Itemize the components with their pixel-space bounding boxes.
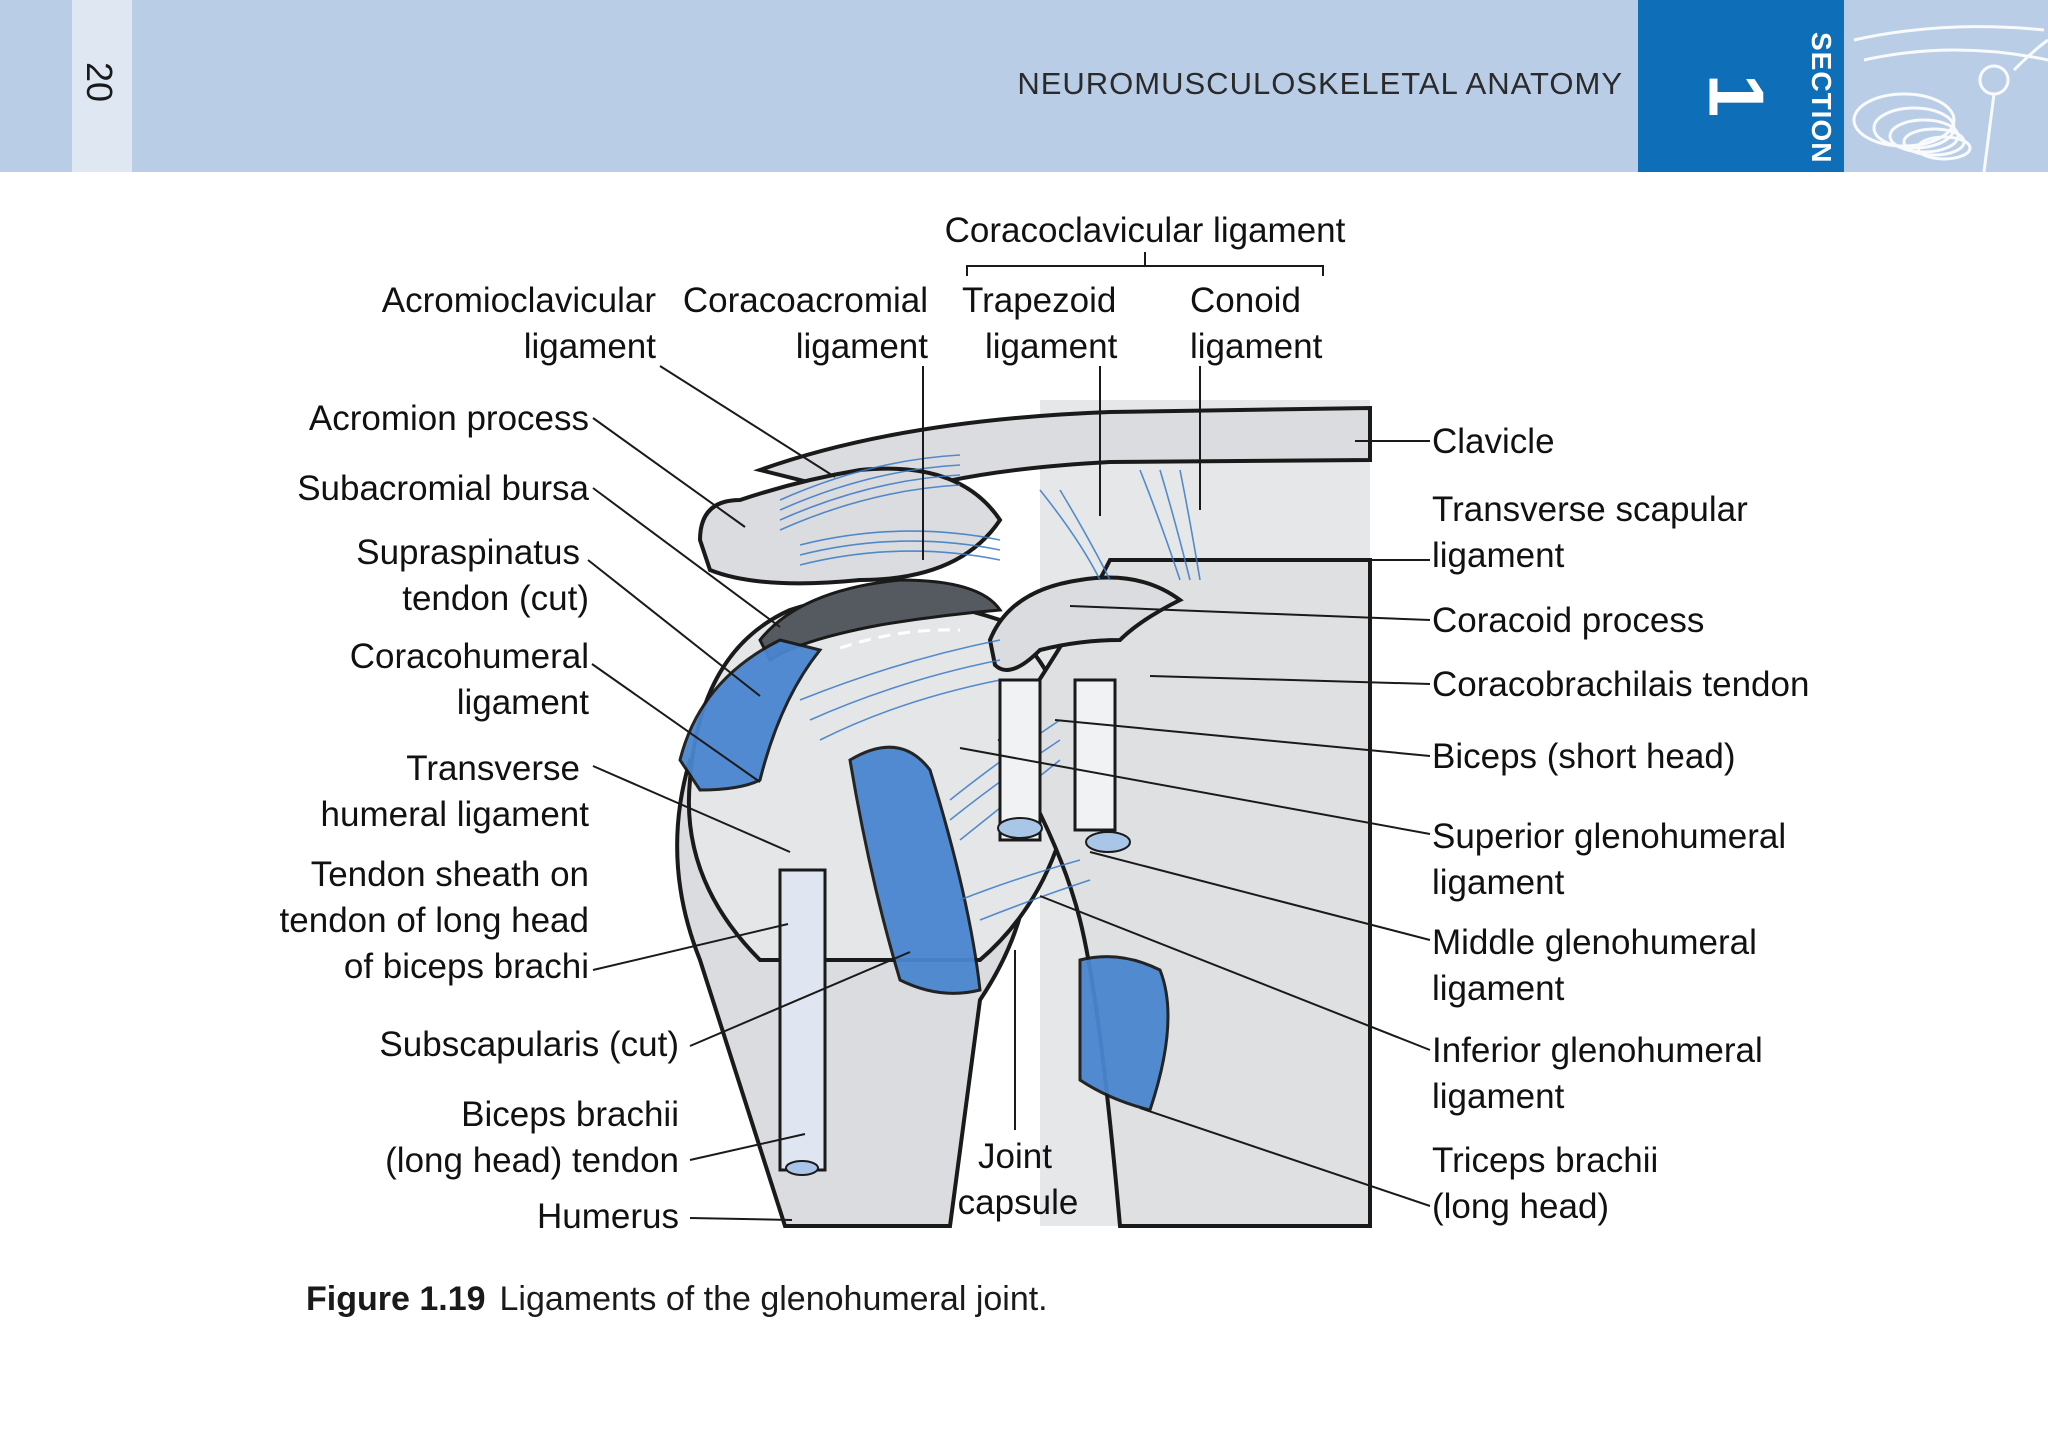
- label-conoid-1: Conoid: [1190, 281, 1301, 320]
- label-inferior-gh-2: ligament: [1432, 1077, 1565, 1116]
- biceps-long-head-tendon: [778, 868, 827, 1172]
- section-word: SECTION: [1806, 32, 1837, 164]
- figure-caption-text: Ligaments of the glenohumeral joint.: [499, 1280, 1048, 1318]
- label-triceps-1: Triceps brachii: [1432, 1141, 1658, 1180]
- leader-lines: [587, 252, 1431, 1221]
- label-coracobrachialis: Coracobrachilais tendon: [1432, 665, 1809, 704]
- supraspinatus-tendon-cut: [678, 638, 823, 792]
- triceps-long-head: [1078, 955, 1170, 1112]
- label-clavicle: Clavicle: [1432, 422, 1555, 461]
- label-transverse-scapular-2: ligament: [1432, 536, 1565, 575]
- label-coracoclavicular: Coracoclavicular ligament: [945, 211, 1346, 250]
- label-transverse-humeral-2: humeral ligament: [321, 795, 590, 834]
- label-coracoid: Coracoid process: [1432, 601, 1704, 640]
- label-middle-gh-1: Middle glenohumeral: [1432, 923, 1757, 962]
- label-superior-gh-1: Superior glenohumeral: [1432, 817, 1786, 856]
- label-triceps-2: (long head): [1432, 1187, 1609, 1226]
- label-acromioclavicular-1: Acromioclavicular: [382, 281, 657, 320]
- label-trapezoid-1: Trapezoid: [962, 281, 1116, 320]
- label-tendon-sheath-3: of biceps brachi: [344, 947, 589, 986]
- label-coracohumeral-1: Coracohumeral: [350, 637, 589, 676]
- label-subacromial: Subacromial bursa: [297, 469, 589, 508]
- running-head: NEUROMUSCULOSKELETAL ANATOMY: [1017, 66, 1623, 101]
- page-number: 20: [79, 62, 120, 103]
- coracobrachialis-tendon: [1073, 678, 1117, 832]
- label-acromioclavicular-2: ligament: [524, 327, 657, 366]
- label-superior-gh-2: ligament: [1432, 863, 1565, 902]
- label-transverse-scapular-1: Transverse scapular: [1432, 490, 1748, 529]
- section-box: [1638, 0, 1844, 172]
- label-subscapularis: Subscapularis (cut): [379, 1025, 679, 1064]
- label-acromion: Acromion process: [309, 399, 589, 438]
- glenohumeral-joint-illustration: Coracoclavicular ligament Acromioclavicu…: [280, 211, 1810, 1236]
- subacromial-bursa: [758, 578, 1003, 663]
- label-conoid-2: ligament: [1190, 327, 1323, 366]
- label-biceps-short: Biceps (short head): [1432, 737, 1735, 776]
- biceps-short-head-tendon: [998, 678, 1042, 842]
- label-tendon-sheath-2: tendon of long head: [280, 901, 589, 940]
- label-coracohumeral-2: ligament: [457, 683, 590, 722]
- label-transverse-humeral-1: Transverse: [406, 749, 580, 788]
- label-joint-2: capsule: [958, 1183, 1079, 1222]
- skeleton-ribcage-illustration: [1844, 0, 2048, 172]
- section-number: 1: [1692, 73, 1781, 118]
- label-humerus: Humerus: [537, 1197, 679, 1236]
- subscapularis-cut: [848, 745, 982, 995]
- figure-number: Figure 1.19: [306, 1280, 486, 1318]
- label-coracoacromial-1: Coracoacromial: [683, 281, 928, 320]
- label-middle-gh-2: ligament: [1432, 969, 1565, 1008]
- page-number-tab: [72, 0, 132, 172]
- label-inferior-gh-1: Inferior glenohumeral: [1432, 1031, 1763, 1070]
- label-supraspinatus-2: tendon (cut): [402, 579, 589, 618]
- label-supraspinatus-1: Supraspinatus: [356, 533, 580, 572]
- label-biceps-long-2: (long head) tendon: [385, 1141, 679, 1180]
- acromion-bone: [697, 466, 1003, 586]
- label-trapezoid-2: ligament: [985, 327, 1118, 366]
- coracoid-bone: [987, 575, 1184, 672]
- label-biceps-long-1: Biceps brachii: [461, 1095, 679, 1134]
- figure-caption: Figure 1.19 Ligaments of the glenohumeral…: [306, 1280, 1048, 1319]
- label-tendon-sheath-1: Tendon sheath on: [311, 855, 589, 894]
- label-joint-1: Joint: [978, 1137, 1052, 1176]
- label-coracoacromial-2: ligament: [796, 327, 929, 366]
